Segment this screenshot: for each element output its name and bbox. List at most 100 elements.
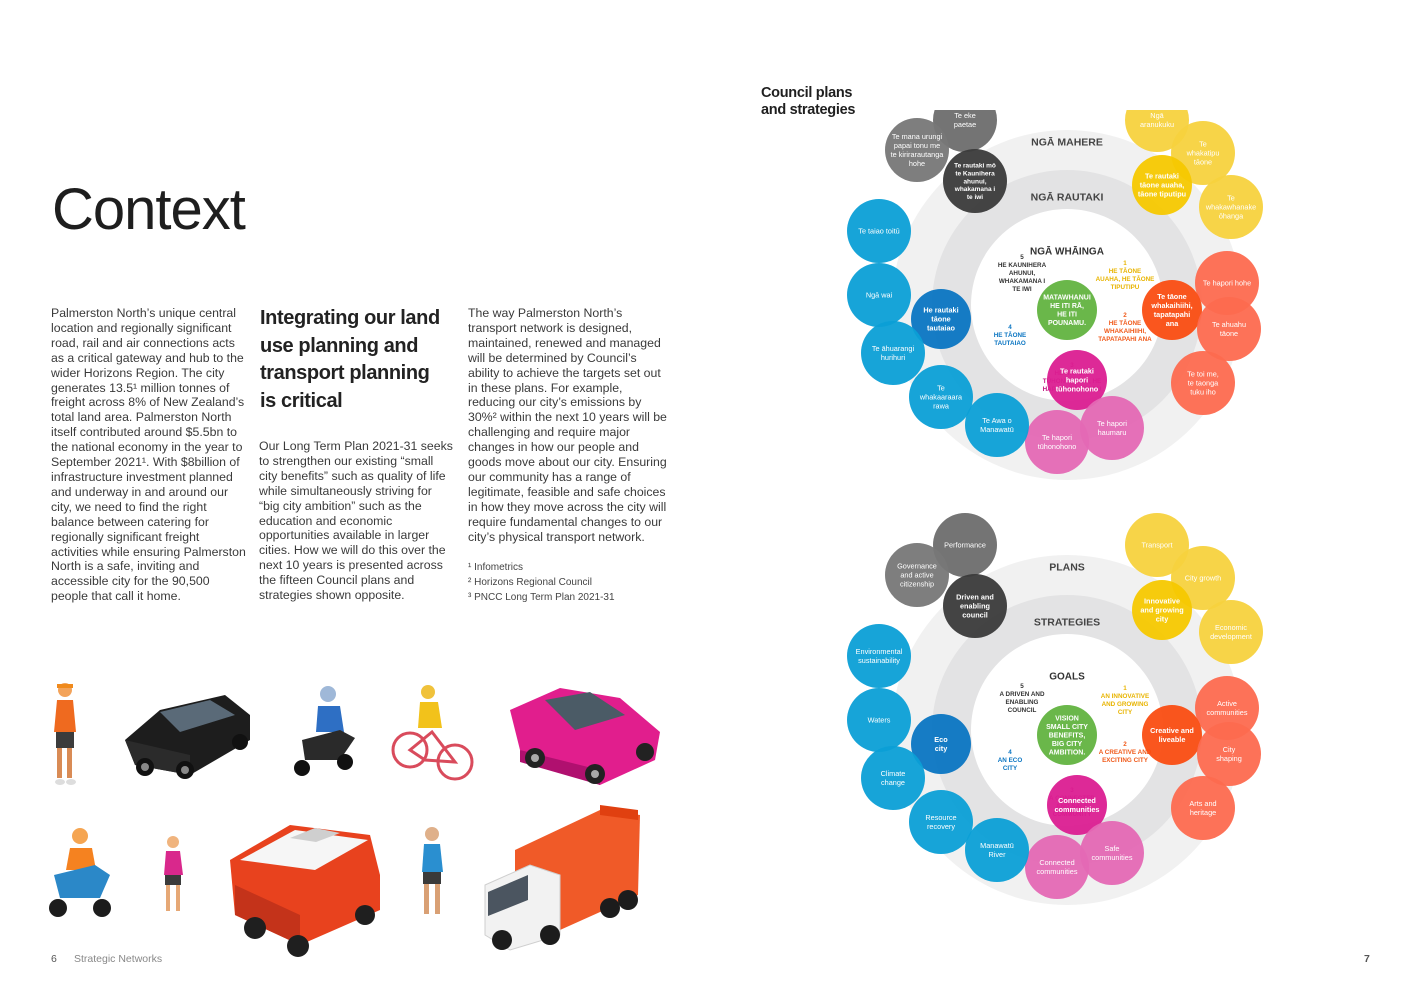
plan-bubble (861, 321, 925, 385)
footnote: ¹ Infometrics (468, 562, 524, 573)
plan-bubble (1125, 513, 1189, 577)
plan-bubble (1025, 835, 1089, 899)
council-plans-diagrams: NGĀ MAHERE NGĀ RAUTAKI NGĀ WHĀINGA MATAWHAN… (847, 110, 1263, 905)
plan-bubble (1047, 775, 1107, 835)
pink-car-icon (510, 688, 660, 785)
scooter-rider-icon (294, 686, 355, 776)
plan-bubble (933, 513, 997, 577)
truck-icon (484, 805, 640, 951)
plan-bubble-label: City growth (1185, 574, 1222, 583)
plan-bubble-label: Ngā wai (866, 291, 893, 300)
black-car-icon (125, 695, 250, 779)
footnote: ³ PNCC Long Term Plan 2021-31 (468, 592, 615, 603)
plan-bubble-label: Transport (1142, 541, 1173, 550)
goals-label: GOALS (1049, 672, 1085, 683)
walking-woman-icon (54, 683, 76, 785)
plan-bubble (1171, 351, 1235, 415)
cyclist-icon (391, 685, 474, 781)
plan-bubble (1195, 676, 1259, 740)
plan-bubble (909, 365, 973, 429)
vision-circle (1037, 280, 1097, 340)
plan-bubble (1132, 580, 1192, 640)
scooter-rider-2-icon (49, 828, 111, 917)
plan-bubble-label: Te taiao toitū (858, 227, 899, 236)
plans-label: NGĀ MAHERE (1031, 137, 1103, 149)
plan-bubble (847, 199, 911, 263)
plan-bubble (1025, 410, 1089, 474)
page-number-left: 6 (51, 953, 57, 965)
plan-bubble (1142, 280, 1202, 340)
plan-bubble (885, 543, 949, 607)
plan-bubble (1197, 722, 1261, 786)
section-heading: Integrating our land use planning and tr… (260, 307, 440, 412)
plan-bubble (861, 746, 925, 810)
intro-paragraph: Palmerston North’s unique central locati… (51, 306, 246, 604)
footnotes: ¹ Infometrics ² Horizons Regional Counci… (468, 560, 668, 605)
plan-bubble (1080, 396, 1144, 460)
page-number-right: 7 (1364, 953, 1370, 965)
plan-bubble (943, 149, 1007, 213)
goals-label: NGĀ WHĀINGA (1030, 246, 1104, 258)
right-page-title: Council plans and strategies (761, 85, 856, 118)
plan-bubble-label: Te hapori hohe (1203, 279, 1251, 288)
plan-bubble (847, 263, 911, 327)
plan-bubble (965, 818, 1029, 882)
vision-circle (1037, 705, 1097, 765)
strategies-label: STRATEGIES (1034, 617, 1100, 629)
plan-bubble (1080, 821, 1144, 885)
plan-bubble (1199, 600, 1263, 664)
plan-bubble (911, 714, 971, 774)
plan-bubble (1171, 776, 1235, 840)
plan-bubble (1195, 251, 1259, 315)
middle-paragraph: Our Long Term Plan 2021-31 seeks to stre… (259, 439, 453, 603)
jogger-icon (164, 836, 183, 911)
publication-name: Strategic Networks (74, 953, 163, 965)
plan-bubble (911, 289, 971, 349)
plan-bubble (847, 688, 911, 752)
page-title: Context (52, 177, 246, 242)
maori-diagram: NGĀ MAHERE NGĀ RAUTAKI NGĀ WHĀINGA MATAWHAN… (847, 110, 1263, 480)
plan-bubble (965, 393, 1029, 457)
strategies-label: NGĀ RAUTAKI (1031, 192, 1104, 204)
middle-column: Our Long Term Plan 2021-31 seeks to stre… (259, 439, 454, 603)
plan-bubble (1197, 297, 1261, 361)
plan-bubble (933, 110, 997, 152)
